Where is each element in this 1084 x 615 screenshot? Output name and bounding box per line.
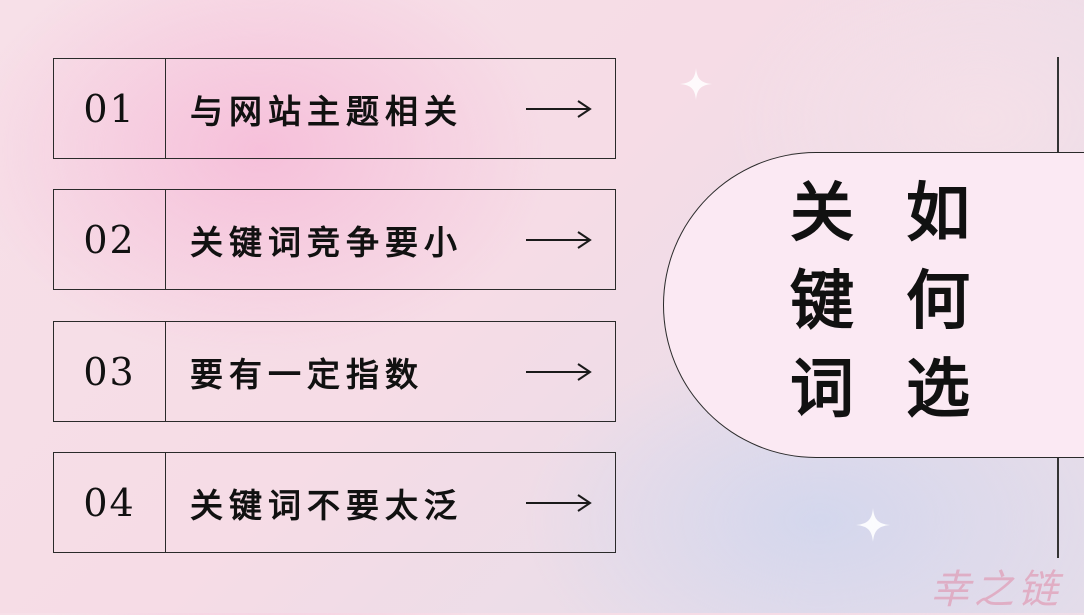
arrow-right-icon — [526, 493, 592, 512]
title-column-2: 如 何 选 — [893, 170, 983, 434]
sparkle-icon — [856, 508, 890, 542]
title-char: 如 — [906, 177, 970, 251]
item-label: 关键词竞争要小 — [190, 222, 463, 262]
arrow-right-icon — [526, 230, 592, 249]
item-label: 要有一定指数 — [190, 354, 424, 394]
item-number: 01 — [54, 59, 166, 158]
list-item-1: 01 与网站主题相关 — [53, 58, 616, 159]
list-item-2: 02 关键词竞争要小 — [53, 189, 616, 290]
list-item-3: 03 要有一定指数 — [53, 321, 616, 422]
title-char: 键 — [790, 265, 854, 339]
title-char: 何 — [906, 265, 970, 339]
item-number: 04 — [54, 453, 166, 552]
title-char: 关 — [790, 177, 854, 251]
item-number: 03 — [54, 322, 166, 421]
list-item-4: 04 关键词不要太泛 — [53, 452, 616, 553]
title-char: 选 — [906, 353, 970, 427]
title-column-1: 关 键 词 — [777, 170, 867, 434]
arrow-right-icon — [526, 362, 592, 381]
watermark-text: 幸之链 — [930, 567, 1062, 613]
sparkle-icon — [680, 68, 712, 100]
item-label: 关键词不要太泛 — [190, 485, 463, 525]
item-label: 与网站主题相关 — [190, 91, 463, 131]
title-char: 词 — [790, 353, 854, 427]
item-number: 02 — [54, 190, 166, 289]
title-capsule — [663, 152, 1084, 458]
arrow-right-icon — [526, 99, 592, 118]
